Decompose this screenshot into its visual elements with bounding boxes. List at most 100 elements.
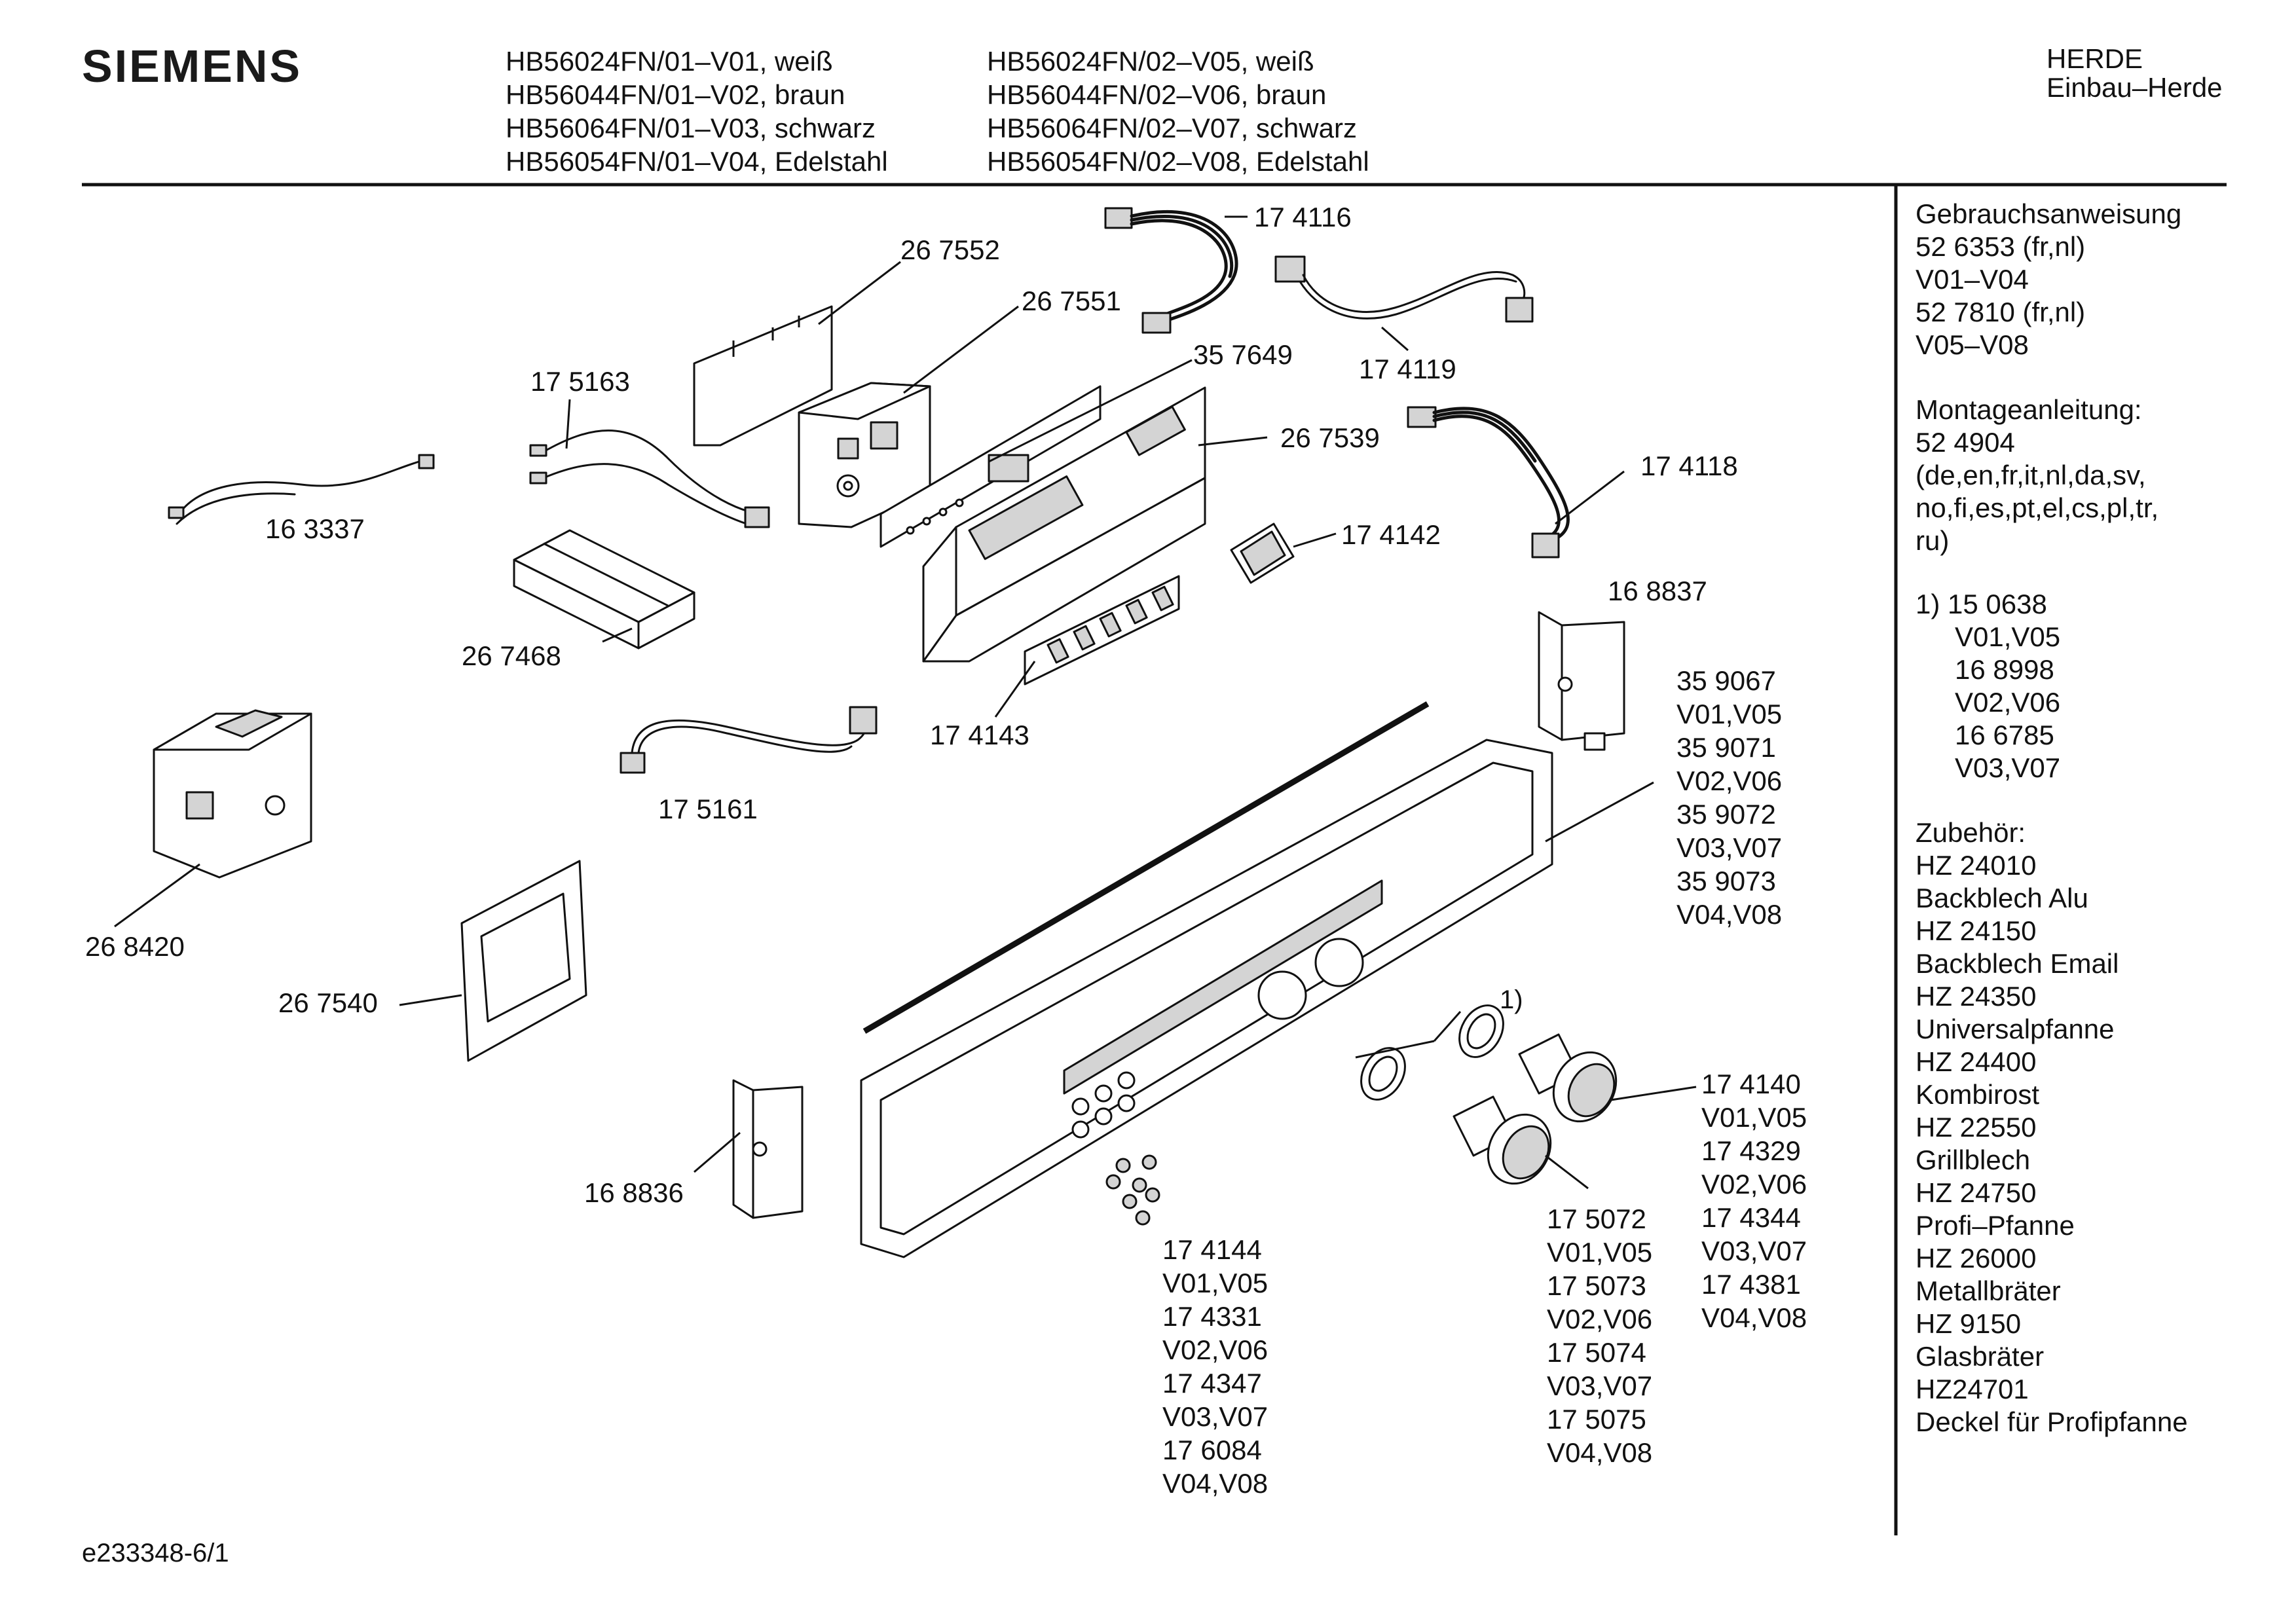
sidebar-line: V01,V05 [1955, 621, 2060, 652]
model-line: HB56044FN/01–V02, braun [506, 79, 845, 110]
sidebar-line: V05–V08 [1916, 329, 2029, 360]
lens-174142 [1230, 522, 1295, 584]
variant-label: V04,V08 [1547, 1437, 1652, 1468]
sidebar-line: ru) [1916, 525, 1949, 556]
model-line: HB56024FN/01–V01, weiß [506, 46, 833, 77]
sidebar-line: HZ 24750 [1916, 1177, 2036, 1208]
variant-label: 17 5072 [1547, 1203, 1646, 1234]
variant-label: V04,V08 [1676, 899, 1782, 930]
bracket-168837 [1538, 611, 1625, 751]
sidebar-line: Profi–Pfanne [1916, 1210, 2075, 1241]
knob-174140 [1518, 1033, 1618, 1123]
relay-268420 [153, 709, 312, 879]
variant-label: 17 4331 [1162, 1301, 1262, 1332]
sidebar-line: (de,en,fr,it,nl,da,sv, [1916, 460, 2146, 490]
wire-163337 [168, 454, 435, 525]
knob-variant-labels: 17 4140 V01,V05 17 4329 V02,V06 17 4344 … [1701, 1069, 1807, 1333]
variant-label: V03,V07 [1162, 1401, 1268, 1432]
knob-175072 [1453, 1095, 1552, 1185]
variant-label: V03,V07 [1701, 1236, 1807, 1266]
sidebar-line: Metallbräter [1916, 1275, 2061, 1306]
part-label: 35 7649 [1193, 339, 1293, 370]
part-label: 26 7539 [1280, 422, 1380, 453]
sidebar-manual: Gebrauchsanweisung 52 6353 (fr,nl) V01–V… [1916, 198, 2181, 360]
part-label: 26 7551 [1022, 285, 1121, 316]
button-strip-174143 [1024, 575, 1180, 686]
model-line: HB56044FN/02–V06, braun [987, 79, 1326, 110]
variant-label: V01,V05 [1162, 1268, 1268, 1298]
sidebar-line: HZ 24350 [1916, 981, 2036, 1012]
sidebar-footnote: 1) 15 0638 V01,V05 16 8998 V02,V06 16 67… [1916, 589, 2060, 783]
circuit-board-267552 [693, 305, 833, 447]
variant-label: V04,V08 [1701, 1302, 1807, 1333]
part-label: 17 5163 [530, 366, 630, 397]
variant-label: 17 4347 [1162, 1368, 1262, 1399]
sidebar-assembly: Montageanleitung: 52 4904 (de,en,fr,it,n… [1916, 394, 2158, 556]
model-line: HB56054FN/02–V08, Edelstahl [987, 146, 1369, 177]
sidebar-accessories: Zubehör: HZ 24010 Backblech Alu HZ 24150… [1916, 817, 2188, 1437]
variant-label: 17 5075 [1547, 1404, 1646, 1435]
part-label: 26 7468 [462, 640, 561, 671]
sidebar-line: V02,V06 [1955, 687, 2060, 718]
sidebar-line: V03,V07 [1955, 752, 2060, 783]
model-line: HB56054FN/01–V04, Edelstahl [506, 146, 888, 177]
variant-label: V01,V05 [1676, 699, 1782, 729]
model-list-right: HB56024FN/02–V05, weiß HB56044FN/02–V06,… [987, 46, 1369, 177]
part-label: 16 3337 [265, 513, 365, 544]
variant-label: 35 9073 [1676, 866, 1776, 896]
variant-label: 35 9072 [1676, 799, 1776, 830]
sidebar-line: Backblech Alu [1916, 883, 2088, 913]
bracket-168836 [732, 1079, 804, 1219]
variant-label: V02,V06 [1701, 1169, 1807, 1200]
variant-label: V02,V06 [1547, 1304, 1652, 1334]
wire-harness-174116 [1104, 207, 1238, 334]
sidebar-line: Montageanleitung: [1916, 394, 2142, 425]
sidebar-line: HZ 9150 [1916, 1308, 2021, 1339]
sidebar-line: HZ 24010 [1916, 850, 2036, 881]
leader-lines [114, 215, 1697, 1190]
sidebar-line: Glasbräter [1916, 1341, 2044, 1372]
sidebar-line: no,fi,es,pt,el,cs,pl,tr, [1916, 492, 2158, 523]
sidebar-line: Universalpfanne [1916, 1014, 2115, 1044]
part-label: 17 4142 [1341, 519, 1441, 550]
screw-set-174144 [1105, 1154, 1160, 1226]
part-label: 17 4116 [1254, 202, 1352, 232]
terminal-block-267468 [513, 529, 695, 650]
variant-label: 17 4381 [1701, 1269, 1801, 1300]
footnote-marker: 1) [1500, 985, 1523, 1014]
category-subtitle: Einbau–Herde [2046, 72, 2223, 103]
variant-label: 17 4144 [1162, 1234, 1262, 1265]
model-line: HB56064FN/01–V03, schwarz [506, 113, 876, 143]
part-label: 16 8836 [584, 1177, 684, 1208]
cable-174119 [1274, 255, 1534, 323]
frame-267540 [460, 860, 587, 1062]
seal-strip-upper [862, 701, 1430, 1034]
sidebar-line: HZ 26000 [1916, 1243, 2036, 1273]
model-list-left: HB56024FN/01–V01, weiß HB56044FN/01–V02,… [506, 46, 888, 177]
variant-label: V03,V07 [1547, 1370, 1652, 1401]
part-labels: 17 4116 26 7552 26 7551 17 4119 35 7649 … [85, 202, 1738, 1208]
sidebar-line: 52 7810 (fr,nl) [1916, 297, 2085, 327]
wire-harness-174118 [1407, 406, 1570, 559]
knob2-variant-labels: 17 5072 V01,V05 17 5073 V02,V06 17 5074 … [1547, 1203, 1652, 1468]
part-label: 26 7552 [900, 234, 1000, 265]
sidebar-line: Kombirost [1916, 1079, 2039, 1110]
sidebar-line: 16 6785 [1955, 720, 2054, 750]
knob-ring-left [1360, 1047, 1406, 1101]
part-label: 17 4118 [1640, 450, 1738, 481]
variant-label: 35 9071 [1676, 732, 1776, 763]
brand-logo: SIEMENS [82, 41, 302, 92]
sidebar-line: Grillblech [1916, 1145, 2030, 1175]
button-variant-labels: 17 4144 V01,V05 17 4331 V02,V06 17 4347 … [1162, 1234, 1268, 1499]
cable-175161 [620, 706, 878, 774]
variant-label: V03,V07 [1676, 832, 1782, 863]
sidebar-line: Gebrauchsanweisung [1916, 198, 2181, 229]
variant-label: 17 6084 [1162, 1435, 1262, 1465]
part-label: 26 7540 [278, 987, 378, 1018]
variant-label: 35 9067 [1676, 665, 1776, 696]
display-strip-357649 [880, 385, 1102, 548]
sidebar-line: HZ 22550 [1916, 1112, 2036, 1143]
variant-label: 17 5074 [1547, 1337, 1646, 1368]
variant-label: V04,V08 [1162, 1468, 1268, 1499]
